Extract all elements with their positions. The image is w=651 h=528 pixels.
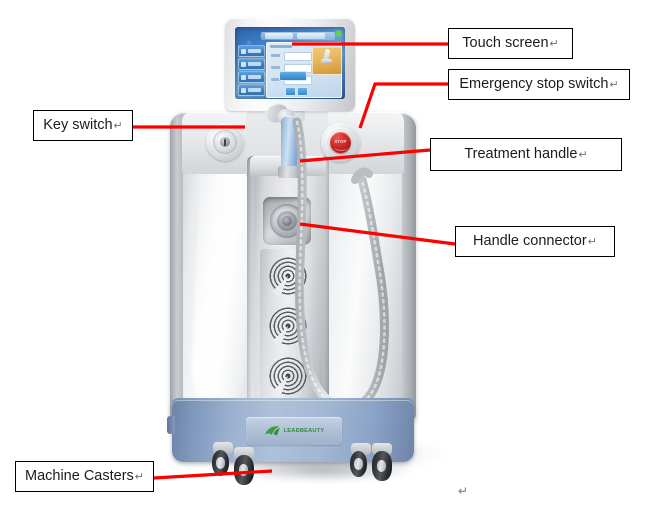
callout-emergency-stop-label: Emergency stop switch [459, 75, 609, 92]
callout-machine-casters-label: Machine Casters [25, 467, 134, 484]
pilcrow-mark: ↵ [587, 236, 597, 249]
screen-confirm-button[interactable] [279, 71, 307, 81]
key-switch-keyhole [224, 139, 226, 146]
brand-plate: LEADBEAUTY [246, 417, 342, 445]
callout-emergency-stop-switch[interactable]: Emergency stop switch↵ [448, 69, 630, 100]
screen-field-label-3 [271, 78, 280, 81]
handle-connector-core [282, 216, 292, 226]
pilcrow-mark: ↵ [134, 471, 145, 484]
screen-field-label-1 [271, 54, 280, 57]
callout-treatment-handle[interactable]: Treatment handle↵ [430, 138, 622, 171]
emergency-stop-button[interactable]: STOP [330, 132, 351, 153]
brand-name: LEADBEAUTY [283, 428, 325, 434]
callout-machine-casters[interactable]: Machine Casters↵ [15, 461, 154, 492]
pilcrow-mark: ↵ [609, 79, 619, 92]
screen-status-led [336, 31, 341, 36]
screen-sidebar-button-4[interactable] [238, 84, 265, 96]
document-paragraph-mark: ↵ [458, 484, 469, 498]
pilcrow-mark: ↵ [549, 38, 559, 51]
fan-vent-2 [266, 304, 310, 348]
callout-handle-connector[interactable]: Handle connector↵ [455, 226, 615, 257]
screen-sidebar-button-2[interactable] [238, 58, 265, 70]
screen-sidebar-button-1[interactable] [238, 45, 265, 57]
base-side-tab [167, 416, 175, 434]
screen-field-1[interactable] [284, 52, 312, 61]
fan-vent-3 [266, 354, 310, 398]
callout-touch-screen[interactable]: Touch screen↵ [448, 28, 573, 59]
callout-treatment-handle-label: Treatment handle [464, 145, 578, 162]
screen-field-label-2 [271, 66, 280, 69]
screen-tab-2[interactable] [297, 33, 325, 39]
product-photo: STOP [150, 4, 480, 494]
leadbeauty-leaf-icon [264, 425, 281, 438]
treatment-handle-collar [278, 166, 300, 178]
emergency-stop-label: STOP [334, 138, 347, 144]
screen-panel-title [270, 45, 292, 48]
callout-handle-connector-label: Handle connector [473, 232, 587, 249]
fan-vent-1 [266, 254, 310, 298]
emergency-stop-arrow-arc [333, 144, 348, 151]
touch-screen-display[interactable] [235, 27, 345, 99]
callout-touch-screen-label: Touch screen [462, 34, 549, 51]
screen-tab-1[interactable] [265, 33, 293, 39]
pilcrow-mark: ↵ [578, 149, 588, 162]
callout-key-switch[interactable]: Key switch↵ [33, 110, 133, 141]
callout-key-switch-label: Key switch [43, 116, 113, 133]
body-left-edge [170, 114, 183, 420]
screen-decrement-button[interactable] [285, 87, 296, 96]
treatment-handle[interactable] [281, 116, 297, 170]
screen-preview-probe-head [321, 59, 332, 63]
body-right-edge [402, 114, 416, 420]
pilcrow-mark: ↵ [113, 120, 123, 133]
screen-preview-image [312, 47, 342, 75]
screen-sidebar-button-3[interactable] [238, 71, 265, 83]
screen-increment-button[interactable] [297, 87, 308, 96]
